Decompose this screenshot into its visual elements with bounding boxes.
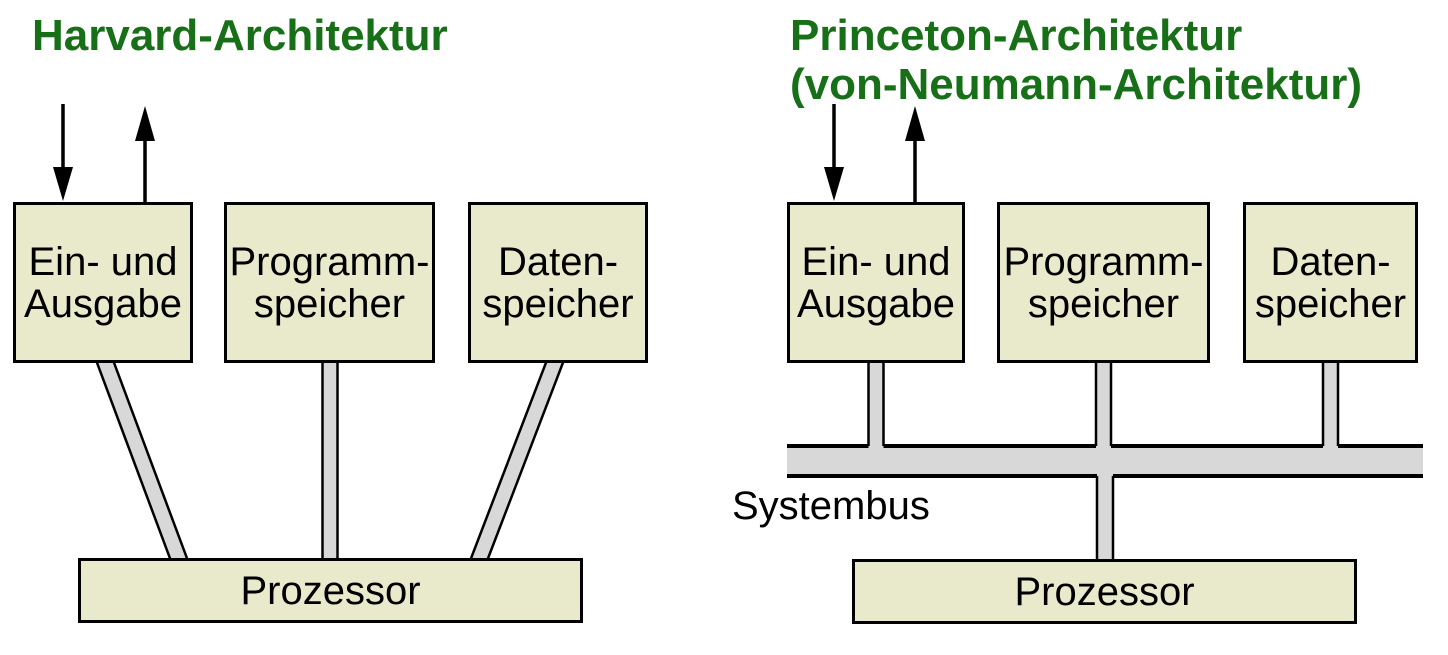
princeton-io-arrows [824, 104, 925, 203]
princeton-bus-program [1094, 360, 1113, 450]
princeton-title-line1: Princeton-Architektur [790, 11, 1243, 60]
harvard-io-arrows [53, 104, 155, 203]
processor-label: Prozessor [240, 568, 421, 613]
princeton-box-io: Ein- und Ausgabe [787, 202, 965, 363]
princeton-box-program-memory: Programm- speicher [997, 202, 1210, 363]
box-label-line: Ausgabe [24, 281, 182, 326]
box-label-line: Programm- [1003, 239, 1204, 284]
princeton-processor-box: Prozessor [852, 559, 1357, 624]
box-label-line: Ein- und [28, 239, 178, 284]
princeton-title: Princeton-Architektur (von-Neumann-Archi… [790, 11, 1362, 109]
princeton-title-line2: (von-Neumann-Architektur) [790, 60, 1363, 109]
box-label-line: speicher [482, 281, 634, 326]
box-label-line: speicher [1254, 281, 1407, 326]
princeton-bus-data [1321, 360, 1340, 450]
box-label-line: speicher [253, 281, 406, 326]
box-label-line: Programm- [229, 239, 430, 284]
harvard-box-data-memory: Daten- speicher [468, 202, 648, 363]
arrow-down-icon [824, 167, 844, 201]
harvard-title: Harvard-Architektur [32, 11, 448, 60]
arrow-down-icon [53, 167, 73, 201]
harvard-bus-io [94, 358, 190, 563]
princeton-bus-processor [1095, 472, 1115, 562]
harvard-bus-data [468, 358, 566, 563]
box-label-line: Daten- [497, 239, 619, 284]
harvard-box-io: Ein- und Ausgabe [13, 202, 193, 363]
processor-label: Prozessor [1014, 569, 1195, 614]
box-label-line: Ein- und [801, 239, 951, 284]
system-bus-label: Systembus [732, 484, 930, 528]
box-label-line: speicher [1027, 281, 1180, 326]
princeton-bus-io [867, 360, 885, 450]
harvard-processor-box: Prozessor [78, 558, 583, 623]
harvard-bus-program [321, 358, 339, 563]
harvard-box-program-memory: Programm- speicher [224, 202, 435, 363]
arrow-up-icon [135, 106, 155, 141]
arrow-up-icon [905, 106, 925, 141]
box-label-line: Daten- [1270, 239, 1391, 284]
box-label-line: Ausgabe [797, 281, 955, 326]
princeton-box-data-memory: Daten- speicher [1243, 202, 1418, 363]
